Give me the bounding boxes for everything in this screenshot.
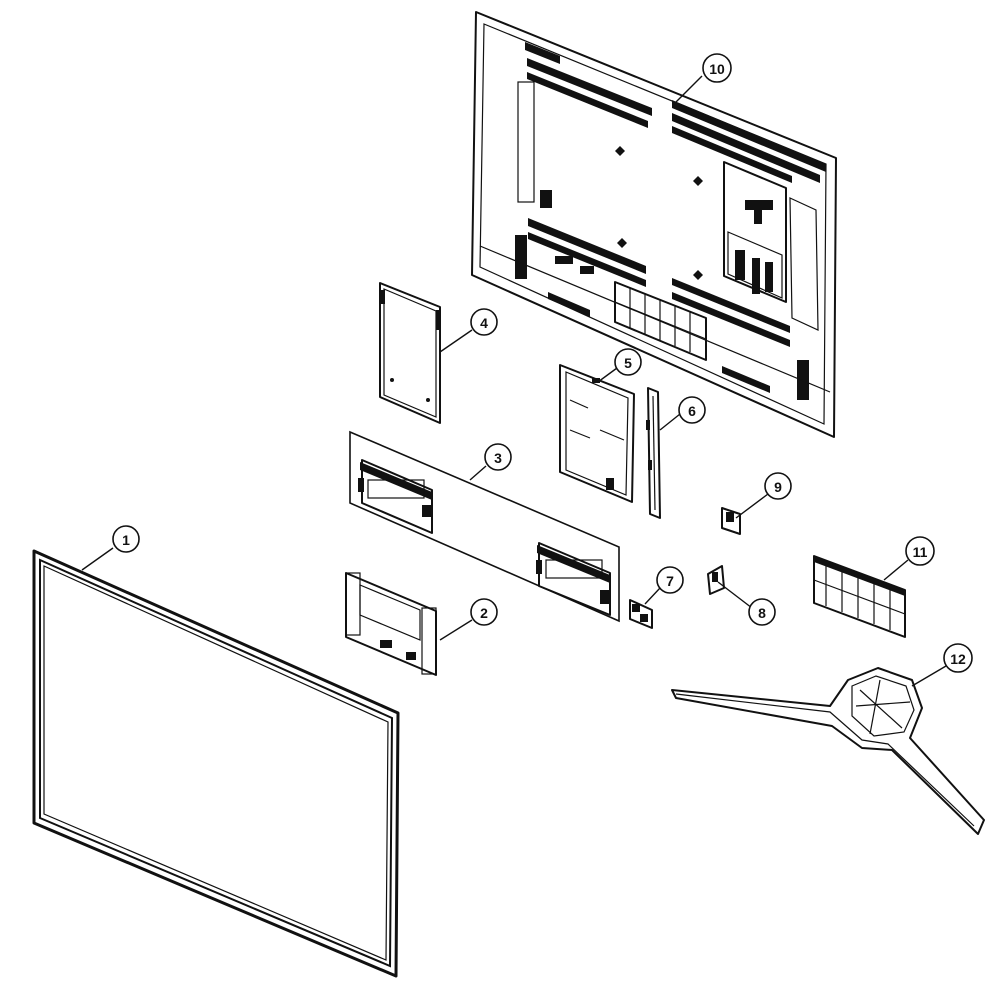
callout-label-3: 3	[494, 450, 502, 466]
part-clip-7	[629, 599, 653, 629]
part-plate-2	[345, 572, 437, 676]
part-bracket-group-3	[349, 430, 620, 623]
callout-1: 1	[112, 525, 140, 553]
callout-2: 2	[470, 598, 498, 626]
callout-label-4: 4	[480, 315, 488, 331]
part-board-5	[559, 364, 635, 503]
part-board-4	[379, 282, 441, 424]
callout-label-2: 2	[480, 605, 488, 621]
callout-8: 8	[748, 598, 776, 626]
callout-label-6: 6	[688, 403, 696, 419]
part-strip-6	[646, 387, 661, 519]
leader-lines	[81, 75, 947, 687]
part-neck-cover-11	[813, 555, 906, 638]
callout-7: 7	[656, 566, 684, 594]
callout-11: 11	[905, 536, 935, 566]
part-stand-base-12	[671, 667, 985, 835]
callout-4: 4	[470, 308, 498, 336]
callout-label-9: 9	[774, 479, 782, 495]
part-clip-9	[721, 507, 741, 535]
callout-label-11: 11	[913, 544, 928, 560]
callout-label-12: 12	[950, 651, 966, 667]
callout-label-10: 10	[709, 61, 725, 77]
callout-10: 10	[702, 53, 732, 83]
callout-label-8: 8	[758, 605, 766, 621]
callout-label-1: 1	[122, 532, 130, 548]
part-rear-cover	[471, 11, 837, 438]
callout-3: 3	[484, 443, 512, 471]
callout-9: 9	[764, 472, 792, 500]
part-panel-1	[32, 549, 400, 978]
callout-12: 12	[943, 643, 973, 673]
callout-label-5: 5	[624, 355, 632, 371]
callout-6: 6	[678, 396, 706, 424]
part-clip-8	[707, 565, 725, 595]
callout-5: 5	[614, 348, 642, 376]
callout-label-7: 7	[666, 573, 674, 589]
